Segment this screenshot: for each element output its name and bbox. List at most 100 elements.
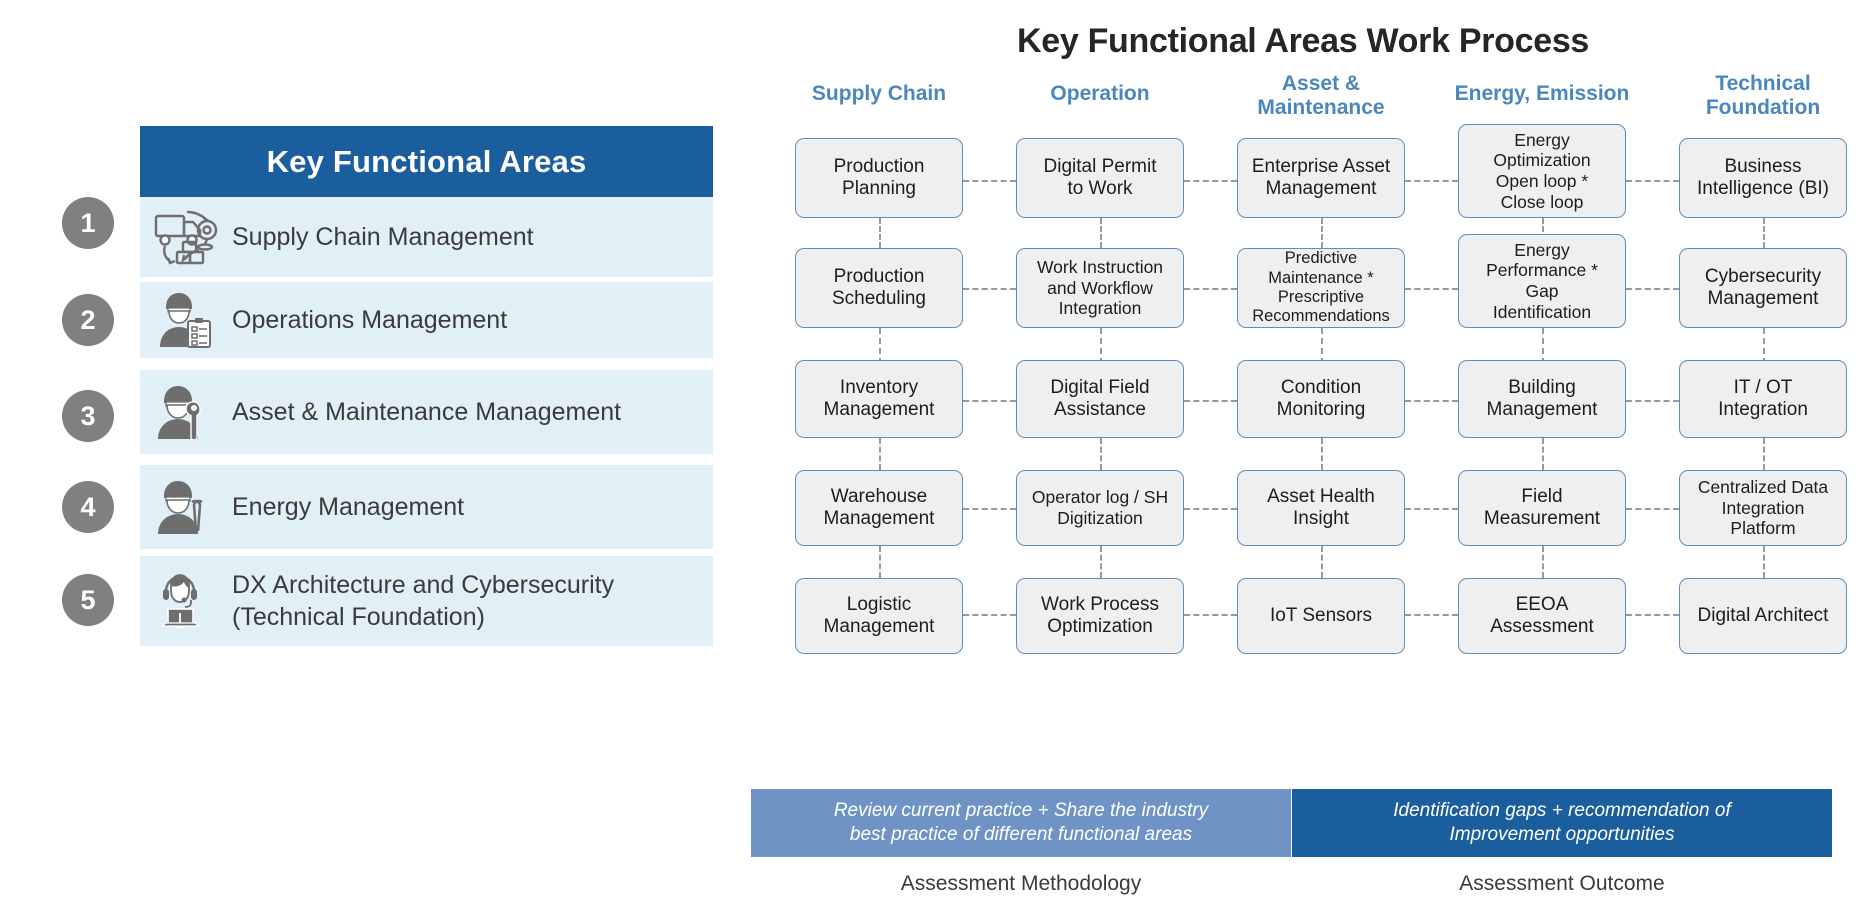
kfa-badge-5: 5	[62, 574, 114, 626]
connector-v	[1321, 328, 1323, 364]
node-digital-architect[interactable]: Digital Architect	[1679, 578, 1847, 654]
node-label: Cybersecurity Management	[1704, 265, 1822, 309]
column-header-line1: Technical	[1715, 72, 1811, 95]
page-title: Key Functional Areas	[266, 144, 587, 179]
connector-v	[1100, 438, 1102, 470]
key-functional-areas-panel: Key Functional Areas 1	[0, 0, 740, 924]
sidebar-item-dx-architecture-cybersecurity[interactable]: DX Architecture and Cybersecurity (Techn…	[140, 556, 713, 646]
connector-h	[963, 614, 1016, 616]
connector-v	[879, 328, 881, 364]
connector-h	[1626, 614, 1679, 616]
banner-assessment-outcome: Identification gaps + recommendation of …	[1292, 789, 1832, 857]
connector-v	[1542, 218, 1544, 248]
node-label: Work Process Optimization	[1041, 593, 1159, 637]
node-label: Building Management	[1486, 376, 1598, 420]
banner-outcome-line1: Identification gaps + recommendation of	[1393, 800, 1731, 822]
node-digital-permit-to-work[interactable]: Digital Permit to Work	[1016, 138, 1184, 218]
sidebar-item-asset-maintenance-management[interactable]: Asset & Maintenance Management	[140, 370, 713, 454]
node-label: Field Measurement	[1483, 485, 1601, 529]
connector-h	[1405, 180, 1458, 182]
node-inventory-management[interactable]: Inventory Management	[795, 360, 963, 438]
column-header-energy-emission: Energy, Emission	[1454, 82, 1630, 105]
connector-h	[963, 288, 1016, 290]
node-enterprise-asset-management[interactable]: Enterprise Asset Management	[1237, 138, 1405, 218]
node-production-scheduling[interactable]: Production Scheduling	[795, 248, 963, 328]
node-label: Digital Architect	[1697, 604, 1829, 626]
connector-h	[1405, 614, 1458, 616]
connector-h	[963, 508, 1016, 510]
connector-v	[1321, 438, 1323, 470]
worker-clipboard-icon	[140, 289, 232, 351]
node-label: Energy Performance * Gap Identification	[1486, 239, 1598, 322]
kfa-badge-3: 3	[62, 390, 114, 442]
sidebar-item-label-3: Asset & Maintenance Management	[232, 398, 622, 426]
node-label: IoT Sensors	[1269, 604, 1373, 626]
connector-v	[1100, 546, 1102, 578]
sidebar-item-label-5-line2: (Technical Foundation)	[232, 603, 485, 631]
node-business-intelligence[interactable]: Business Intelligence (BI)	[1679, 138, 1847, 218]
node-label: Predictive Maintenance * Prescriptive Re…	[1252, 249, 1390, 326]
connector-v	[1763, 218, 1765, 248]
node-label: Energy Optimization Open loop * Close lo…	[1493, 129, 1591, 212]
sidebar-item-label-1: Supply Chain Management	[232, 223, 534, 251]
connector-h	[1626, 288, 1679, 290]
node-warehouse-management[interactable]: Warehouse Management	[795, 470, 963, 546]
sidebar-item-energy-management[interactable]: Energy Management	[140, 465, 713, 549]
node-label: Enterprise Asset Management	[1251, 155, 1391, 199]
node-building-management[interactable]: Building Management	[1458, 360, 1626, 438]
node-label: Inventory Management	[823, 376, 935, 420]
connector-v	[1321, 546, 1323, 578]
connector-h	[963, 180, 1016, 182]
column-header-supply-chain: Supply Chain	[811, 82, 947, 105]
node-label: Operator log / SH Digitization	[1031, 487, 1169, 528]
node-energy-optimization[interactable]: Energy Optimization Open loop * Close lo…	[1458, 124, 1626, 218]
sidebar-item-label-5: DX Architecture and Cybersecurity (Techn…	[232, 569, 626, 633]
connector-v	[879, 218, 881, 248]
node-label: Production Planning	[833, 155, 925, 199]
sidebar-item-label-2: Operations Management	[232, 306, 508, 334]
node-predictive-maintenance-prescriptive[interactable]: Predictive Maintenance * Prescriptive Re…	[1237, 248, 1405, 328]
node-iot-sensors[interactable]: IoT Sensors	[1237, 578, 1405, 654]
node-eeoa-assessment[interactable]: EEOA Assessment	[1458, 578, 1626, 654]
banner-outcome-line2: Improvement opportunities	[1449, 824, 1675, 845]
kfa-badge-2: 2	[62, 294, 114, 346]
node-label: Condition Monitoring	[1276, 376, 1366, 420]
node-centralized-data-integration-platform[interactable]: Centralized Data Integration Platform	[1679, 470, 1847, 546]
node-asset-health-insight[interactable]: Asset Health Insight	[1237, 470, 1405, 546]
connector-h	[963, 400, 1016, 402]
banner-methodology-line1: Review current practice + Share the indu…	[833, 800, 1209, 822]
connector-v	[879, 546, 881, 578]
node-condition-monitoring[interactable]: Condition Monitoring	[1237, 360, 1405, 438]
node-it-ot-integration[interactable]: IT / OT Integration	[1679, 360, 1847, 438]
node-label: Business Intelligence (BI)	[1696, 155, 1829, 199]
worker-pliers-icon	[140, 476, 232, 538]
connector-h	[1405, 288, 1458, 290]
node-cybersecurity-management[interactable]: Cybersecurity Management	[1679, 248, 1847, 328]
node-production-planning[interactable]: Production Planning	[795, 138, 963, 218]
node-logistic-management[interactable]: Logistic Management	[795, 578, 963, 654]
sidebar-item-operations-management[interactable]: Operations Management	[140, 282, 713, 358]
banner-assessment-methodology: Review current practice + Share the indu…	[751, 789, 1291, 857]
column-header-line2: Maintenance	[1257, 95, 1385, 119]
connector-h	[1405, 400, 1458, 402]
banner-methodology-line2: best practice of different functional ar…	[849, 824, 1193, 845]
truck-delivery-icon	[140, 206, 232, 268]
column-header-line1: Asset &	[1281, 72, 1361, 95]
node-operator-log-sh-digitization[interactable]: Operator log / SH Digitization	[1016, 470, 1184, 546]
connector-h	[1184, 288, 1237, 290]
sidebar-item-label-5-line1: DX Architecture and Cybersecurity	[232, 571, 615, 599]
column-header-technical-foundation: Technical Foundation	[1667, 72, 1859, 119]
connector-h	[1626, 400, 1679, 402]
work-process-title: Key Functional Areas Work Process	[1016, 22, 1590, 60]
node-work-process-optimization[interactable]: Work Process Optimization	[1016, 578, 1184, 654]
node-field-measurement[interactable]: Field Measurement	[1458, 470, 1626, 546]
sidebar-item-label-4: Energy Management	[232, 493, 465, 521]
connector-v	[1763, 546, 1765, 578]
node-digital-field-assistance[interactable]: Digital Field Assistance	[1016, 360, 1184, 438]
connector-v	[1763, 438, 1765, 470]
connector-v	[1100, 218, 1102, 248]
connector-h	[1405, 508, 1458, 510]
sidebar-item-supply-chain-management[interactable]: Supply Chain Management	[140, 197, 713, 277]
node-work-instruction-workflow-integration[interactable]: Work Instruction and Workflow Integratio…	[1016, 248, 1184, 328]
node-energy-performance-gap-identification[interactable]: Energy Performance * Gap Identification	[1458, 234, 1626, 328]
